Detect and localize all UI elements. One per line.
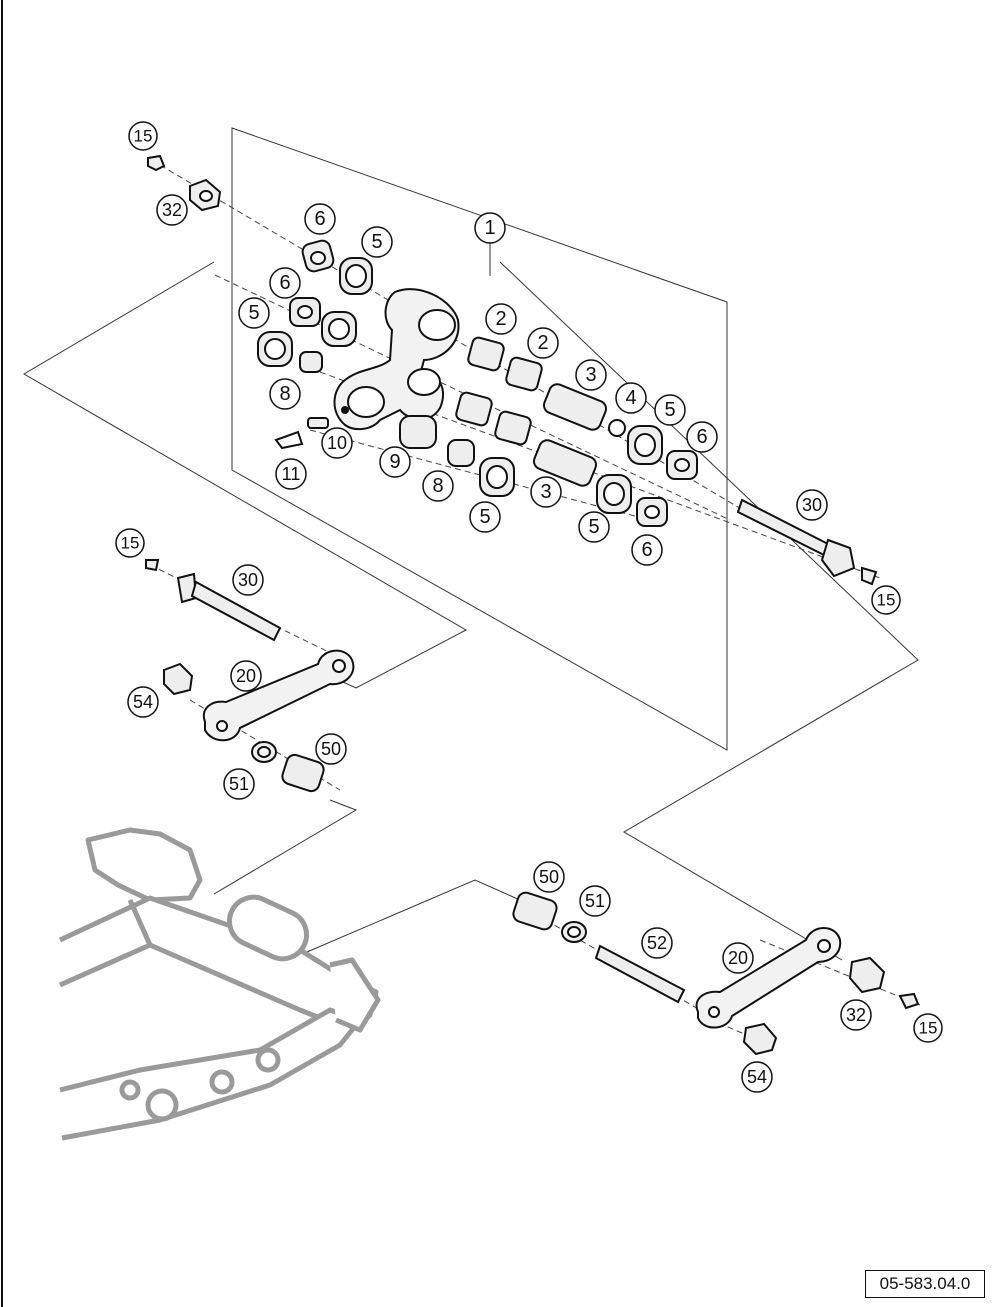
svg-text:51: 51 bbox=[585, 891, 605, 911]
svg-text:5: 5 bbox=[248, 302, 259, 324]
callout-51: 51 bbox=[223, 768, 255, 800]
callout-6: 6 bbox=[269, 267, 301, 299]
svg-text:50: 50 bbox=[539, 867, 559, 887]
diagram-code-label: 05-583.04.0 bbox=[865, 1270, 985, 1298]
svg-text:3: 3 bbox=[585, 364, 596, 386]
svg-text:15: 15 bbox=[919, 1019, 938, 1038]
callout-50: 50 bbox=[533, 861, 565, 893]
svg-text:8: 8 bbox=[279, 383, 290, 405]
svg-text:15: 15 bbox=[134, 127, 153, 146]
svg-text:30: 30 bbox=[238, 570, 258, 590]
svg-text:6: 6 bbox=[314, 208, 325, 230]
svg-text:5: 5 bbox=[371, 231, 382, 253]
callout-1: 1 bbox=[474, 212, 506, 244]
callout-3: 3 bbox=[575, 359, 607, 391]
svg-text:11: 11 bbox=[282, 464, 301, 484]
svg-text:5: 5 bbox=[664, 399, 675, 421]
callout-4: 4 bbox=[615, 382, 647, 414]
bearings-and-sleeves bbox=[251, 239, 698, 943]
callout-10: 10 bbox=[321, 427, 353, 459]
callout-8: 8 bbox=[422, 470, 454, 502]
callout-52: 52 bbox=[641, 927, 673, 959]
callout-54: 54 bbox=[127, 686, 159, 718]
callout-32: 32 bbox=[156, 194, 188, 226]
svg-text:4: 4 bbox=[625, 387, 636, 409]
svg-text:6: 6 bbox=[641, 539, 652, 561]
callout-20: 20 bbox=[722, 942, 754, 974]
svg-text:10: 10 bbox=[327, 433, 347, 453]
svg-text:3: 3 bbox=[540, 481, 551, 503]
callout-30: 30 bbox=[796, 489, 828, 521]
callout-11: 11 bbox=[275, 458, 307, 490]
svg-text:32: 32 bbox=[162, 200, 182, 220]
callout-15: 15 bbox=[913, 1013, 943, 1043]
svg-text:6: 6 bbox=[696, 426, 707, 448]
svg-text:5: 5 bbox=[588, 516, 599, 538]
callout-20: 20 bbox=[230, 660, 262, 692]
svg-text:15: 15 bbox=[121, 534, 140, 553]
callout-5: 5 bbox=[578, 511, 610, 543]
callout-5: 5 bbox=[469, 501, 501, 533]
svg-text:32: 32 bbox=[846, 1005, 866, 1025]
callout-50: 50 bbox=[315, 733, 347, 765]
svg-text:30: 30 bbox=[802, 495, 822, 515]
callout-6: 6 bbox=[686, 421, 718, 453]
callout-2: 2 bbox=[485, 303, 517, 335]
callout-5: 5 bbox=[361, 226, 393, 258]
svg-text:50: 50 bbox=[321, 739, 341, 759]
callout-51: 51 bbox=[579, 885, 611, 917]
callout-8: 8 bbox=[269, 378, 301, 410]
svg-text:9: 9 bbox=[389, 451, 400, 473]
callout-5: 5 bbox=[238, 297, 270, 329]
svg-text:54: 54 bbox=[133, 692, 153, 712]
callout-32: 32 bbox=[840, 999, 872, 1031]
callout-30: 30 bbox=[232, 564, 264, 596]
svg-text:2: 2 bbox=[495, 308, 506, 330]
callout-15: 15 bbox=[128, 121, 158, 151]
svg-text:8: 8 bbox=[432, 475, 443, 497]
callout-6: 6 bbox=[631, 534, 663, 566]
callout-5: 5 bbox=[654, 394, 686, 426]
svg-text:20: 20 bbox=[728, 948, 748, 968]
tie-rods bbox=[202, 649, 842, 1029]
callout-2: 2 bbox=[527, 327, 559, 359]
svg-text:6: 6 bbox=[279, 272, 290, 294]
fasteners bbox=[145, 154, 920, 1056]
assembly-group-frames bbox=[23, 127, 919, 961]
svg-text:20: 20 bbox=[236, 666, 256, 686]
callout-15: 15 bbox=[871, 585, 901, 615]
callout-3: 3 bbox=[530, 476, 562, 508]
swingarm-frame bbox=[58, 827, 381, 1141]
svg-text:1: 1 bbox=[484, 217, 495, 239]
linkage-lever bbox=[333, 288, 460, 431]
callout-54: 54 bbox=[741, 1061, 773, 1093]
svg-text:15: 15 bbox=[877, 591, 896, 610]
svg-text:5: 5 bbox=[479, 506, 490, 528]
svg-text:51: 51 bbox=[229, 774, 249, 794]
callout-6: 6 bbox=[304, 203, 336, 235]
svg-text:52: 52 bbox=[647, 933, 667, 953]
svg-text:54: 54 bbox=[747, 1067, 767, 1087]
callout-9: 9 bbox=[379, 446, 411, 478]
svg-text:2: 2 bbox=[537, 332, 548, 354]
callout-15: 15 bbox=[115, 528, 145, 558]
